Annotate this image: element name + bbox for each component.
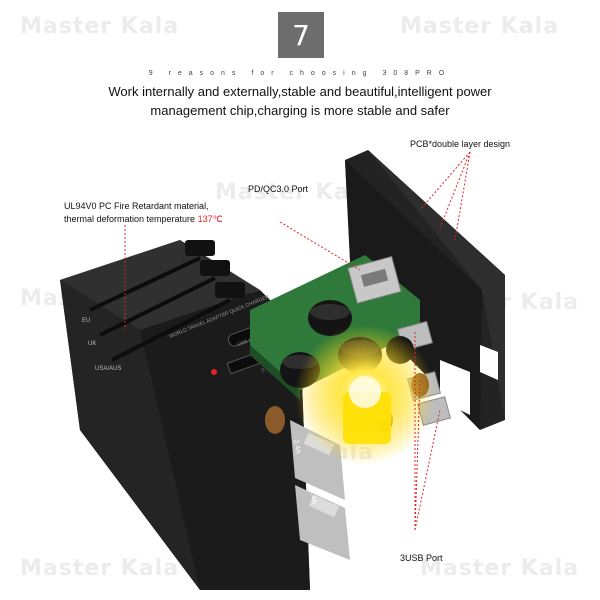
pd-port-callout-label: PD/QC3.0 Port [248, 184, 309, 194]
usb-rating-a: 2.4A [292, 439, 301, 455]
plug-label-us: USA/AUS [95, 366, 121, 372]
plug-label-uk: UK [88, 341, 96, 347]
material-temperature: 137℃ [197, 214, 223, 224]
usb-rating-b: 2.4A [308, 489, 317, 505]
callout-lines [124, 151, 471, 531]
power-chip-glow [295, 325, 435, 465]
watermark: Master Kala [420, 556, 580, 581]
usbc-port-label: USB-C [237, 337, 254, 348]
pcb-callout-label: PCB*double layer design [410, 139, 511, 149]
material-line-1: UL94V0 PC Fire Retardant material, [64, 201, 209, 211]
watermark: Master Kala [20, 556, 180, 581]
plug-label-eu: EU [82, 318, 90, 324]
material-line-2-text: thermal deformation temperature [64, 214, 198, 224]
headline-line-1: Work internally and externally,stable an… [108, 84, 492, 99]
material-line-2: thermal deformation temperature 137℃ [64, 213, 223, 226]
plug-sliders [89, 240, 245, 362]
usb-port-callout-label: 3USB Port [400, 553, 443, 563]
headline-line-2: management chip,charging is more stable … [150, 103, 450, 118]
watermark: Master Kala [20, 14, 180, 39]
step-badge: 7 [278, 12, 324, 58]
headline: Work internally and externally,stable an… [60, 82, 540, 120]
reasons-kicker: 9 reasons for choosing 308PRO [148, 70, 452, 77]
material-callout-label: UL94V0 PC Fire Retardant material, therm… [64, 200, 223, 226]
watermark: Master Kala [400, 14, 560, 39]
